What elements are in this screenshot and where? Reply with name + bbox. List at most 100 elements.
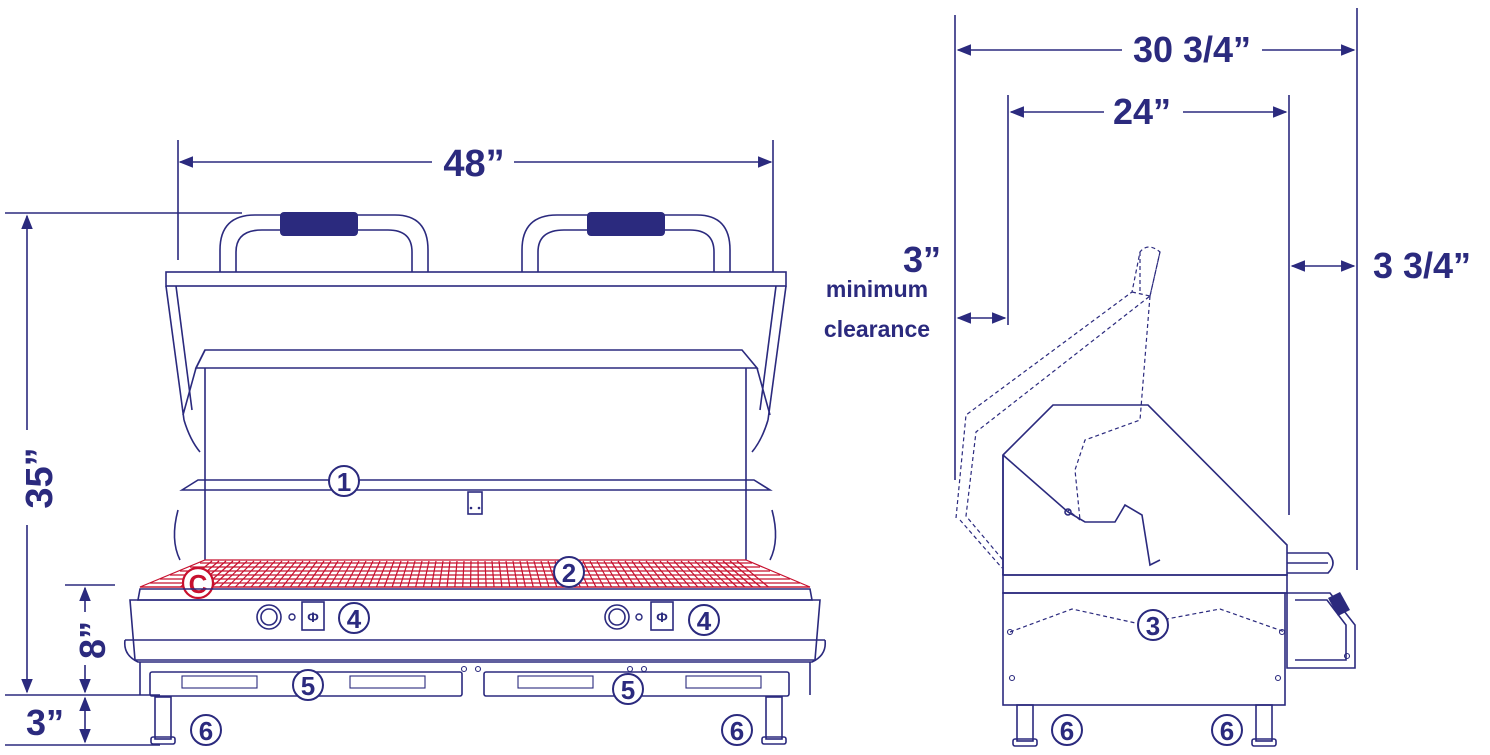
callout-6-front-right: 6 <box>730 716 744 746</box>
base-drawers: 5 5 <box>139 662 811 705</box>
callout-6-side-left: 6 <box>1060 716 1074 746</box>
warming-rack: 1 <box>179 465 773 515</box>
grate-bar <box>666 560 691 588</box>
grate-bar <box>491 560 495 588</box>
body-depth-dimension: 24” <box>1007 91 1290 515</box>
cooking-grate: C 2 <box>139 556 811 600</box>
grate-bar <box>708 560 738 588</box>
callout-circle-6-front-left <box>190 714 222 746</box>
grate-bar <box>484 560 487 588</box>
grate-bar <box>519 560 526 588</box>
lower-dim-label: 8” <box>72 621 113 659</box>
rear-clearance-line1: minimum <box>826 276 928 302</box>
callout-3: 3 <box>1146 611 1160 641</box>
grate-bar <box>736 560 769 588</box>
grate-bar <box>446 560 451 588</box>
grate-bar <box>234 560 262 588</box>
callout-circle-2 <box>553 556 585 588</box>
ignition-switch-right[interactable] <box>650 601 674 631</box>
callout-circle-4-right <box>688 604 720 636</box>
leg-dim-label: 3” <box>26 702 64 743</box>
control-panel: Φ 4 Φ 4 <box>123 588 827 663</box>
side-body: 3 <box>1002 574 1356 706</box>
grate-bar <box>540 560 550 588</box>
grate-bar <box>258 560 283 588</box>
grate-bar <box>631 560 652 588</box>
grate-bar <box>547 560 558 588</box>
grate-bar <box>589 560 605 588</box>
callout-4-right: 4 <box>697 606 712 636</box>
grate-bar <box>211 560 241 588</box>
overall-depth-label: 30 3/4” <box>1133 29 1251 70</box>
side-view: 30 3/4” 24” 3” minimum clearance 3 3/4” <box>824 8 1471 747</box>
grate-bar <box>391 560 402 588</box>
grate-bar <box>297 560 318 588</box>
leg-dimension: 3” <box>5 696 160 746</box>
callout-circle-1 <box>328 465 360 497</box>
knob-right[interactable] <box>604 604 630 630</box>
callout-5-right: 5 <box>621 675 635 705</box>
front-view: 48” 35” 8” 3” <box>5 140 827 746</box>
callout-5-left: 5 <box>301 671 315 701</box>
grate-bar <box>729 560 761 588</box>
grate-bar <box>582 560 597 588</box>
grate-bar <box>274 560 297 588</box>
grate-bar <box>610 560 628 588</box>
grate-bar <box>375 560 388 588</box>
width-dim-label: 48” <box>443 143 504 185</box>
grate-bar <box>638 560 660 588</box>
callout-1: 1 <box>337 467 351 497</box>
grate-bar <box>219 560 248 588</box>
grate-bar <box>652 560 675 588</box>
grill-lid <box>165 271 787 561</box>
grate-bar <box>454 560 458 588</box>
lid-handles <box>219 212 731 272</box>
ignition-switch-left[interactable] <box>301 601 325 631</box>
grate-bar <box>383 560 395 588</box>
lid-open-outline <box>955 246 1161 569</box>
grate-bar <box>694 560 722 588</box>
grate-bar <box>526 560 534 588</box>
grate-bar <box>438 560 444 588</box>
callout-circle-5-left <box>292 669 324 701</box>
grate-bar <box>659 560 683 588</box>
grate-bar <box>673 560 699 588</box>
grate-bar <box>368 560 381 588</box>
callout-circle-6-side-left <box>1051 714 1083 746</box>
grate-bar <box>336 560 353 588</box>
side-legs: 6 6 <box>1012 704 1277 747</box>
callout-circle-6-side-right <box>1211 714 1243 746</box>
rear-clearance: 3” minimum clearance <box>824 239 1007 342</box>
svg-text:Φ: Φ <box>307 609 319 625</box>
grate-bar <box>603 560 620 588</box>
knob-left[interactable] <box>256 604 282 630</box>
callout-6-front-left: 6 <box>199 716 213 746</box>
callout-circle-5-right <box>612 673 644 705</box>
grate-bar <box>462 560 465 588</box>
grate-bar <box>596 560 613 588</box>
front-overhang-label: 3 3/4” <box>1373 245 1471 286</box>
grate-bar <box>266 560 290 588</box>
callout-6-side-right: 6 <box>1220 716 1234 746</box>
grate-bar <box>512 560 519 588</box>
grate-bar <box>422 560 430 588</box>
grate-marker-c: C <box>189 569 208 599</box>
rear-clearance-line2: clearance <box>824 316 930 342</box>
grate-bar <box>430 560 437 588</box>
body-depth-label: 24” <box>1113 91 1171 132</box>
grate-bar <box>313 560 332 588</box>
front-overhang: 3 3/4” <box>1290 245 1471 286</box>
width-dimension: 48” <box>177 140 774 272</box>
grate-bar <box>250 560 276 588</box>
callout-circle-c <box>181 566 215 600</box>
grate-bar <box>687 560 714 588</box>
callout-circle-6-front-right <box>721 714 753 746</box>
handle-grip-left <box>280 212 358 236</box>
grate-bar <box>624 560 644 588</box>
grate-bar <box>680 560 707 588</box>
overall-depth-dimension: 30 3/4” <box>954 8 1358 570</box>
callout-4-left: 4 <box>347 604 362 634</box>
grate-bar <box>498 560 503 588</box>
grate-bar <box>407 560 416 588</box>
